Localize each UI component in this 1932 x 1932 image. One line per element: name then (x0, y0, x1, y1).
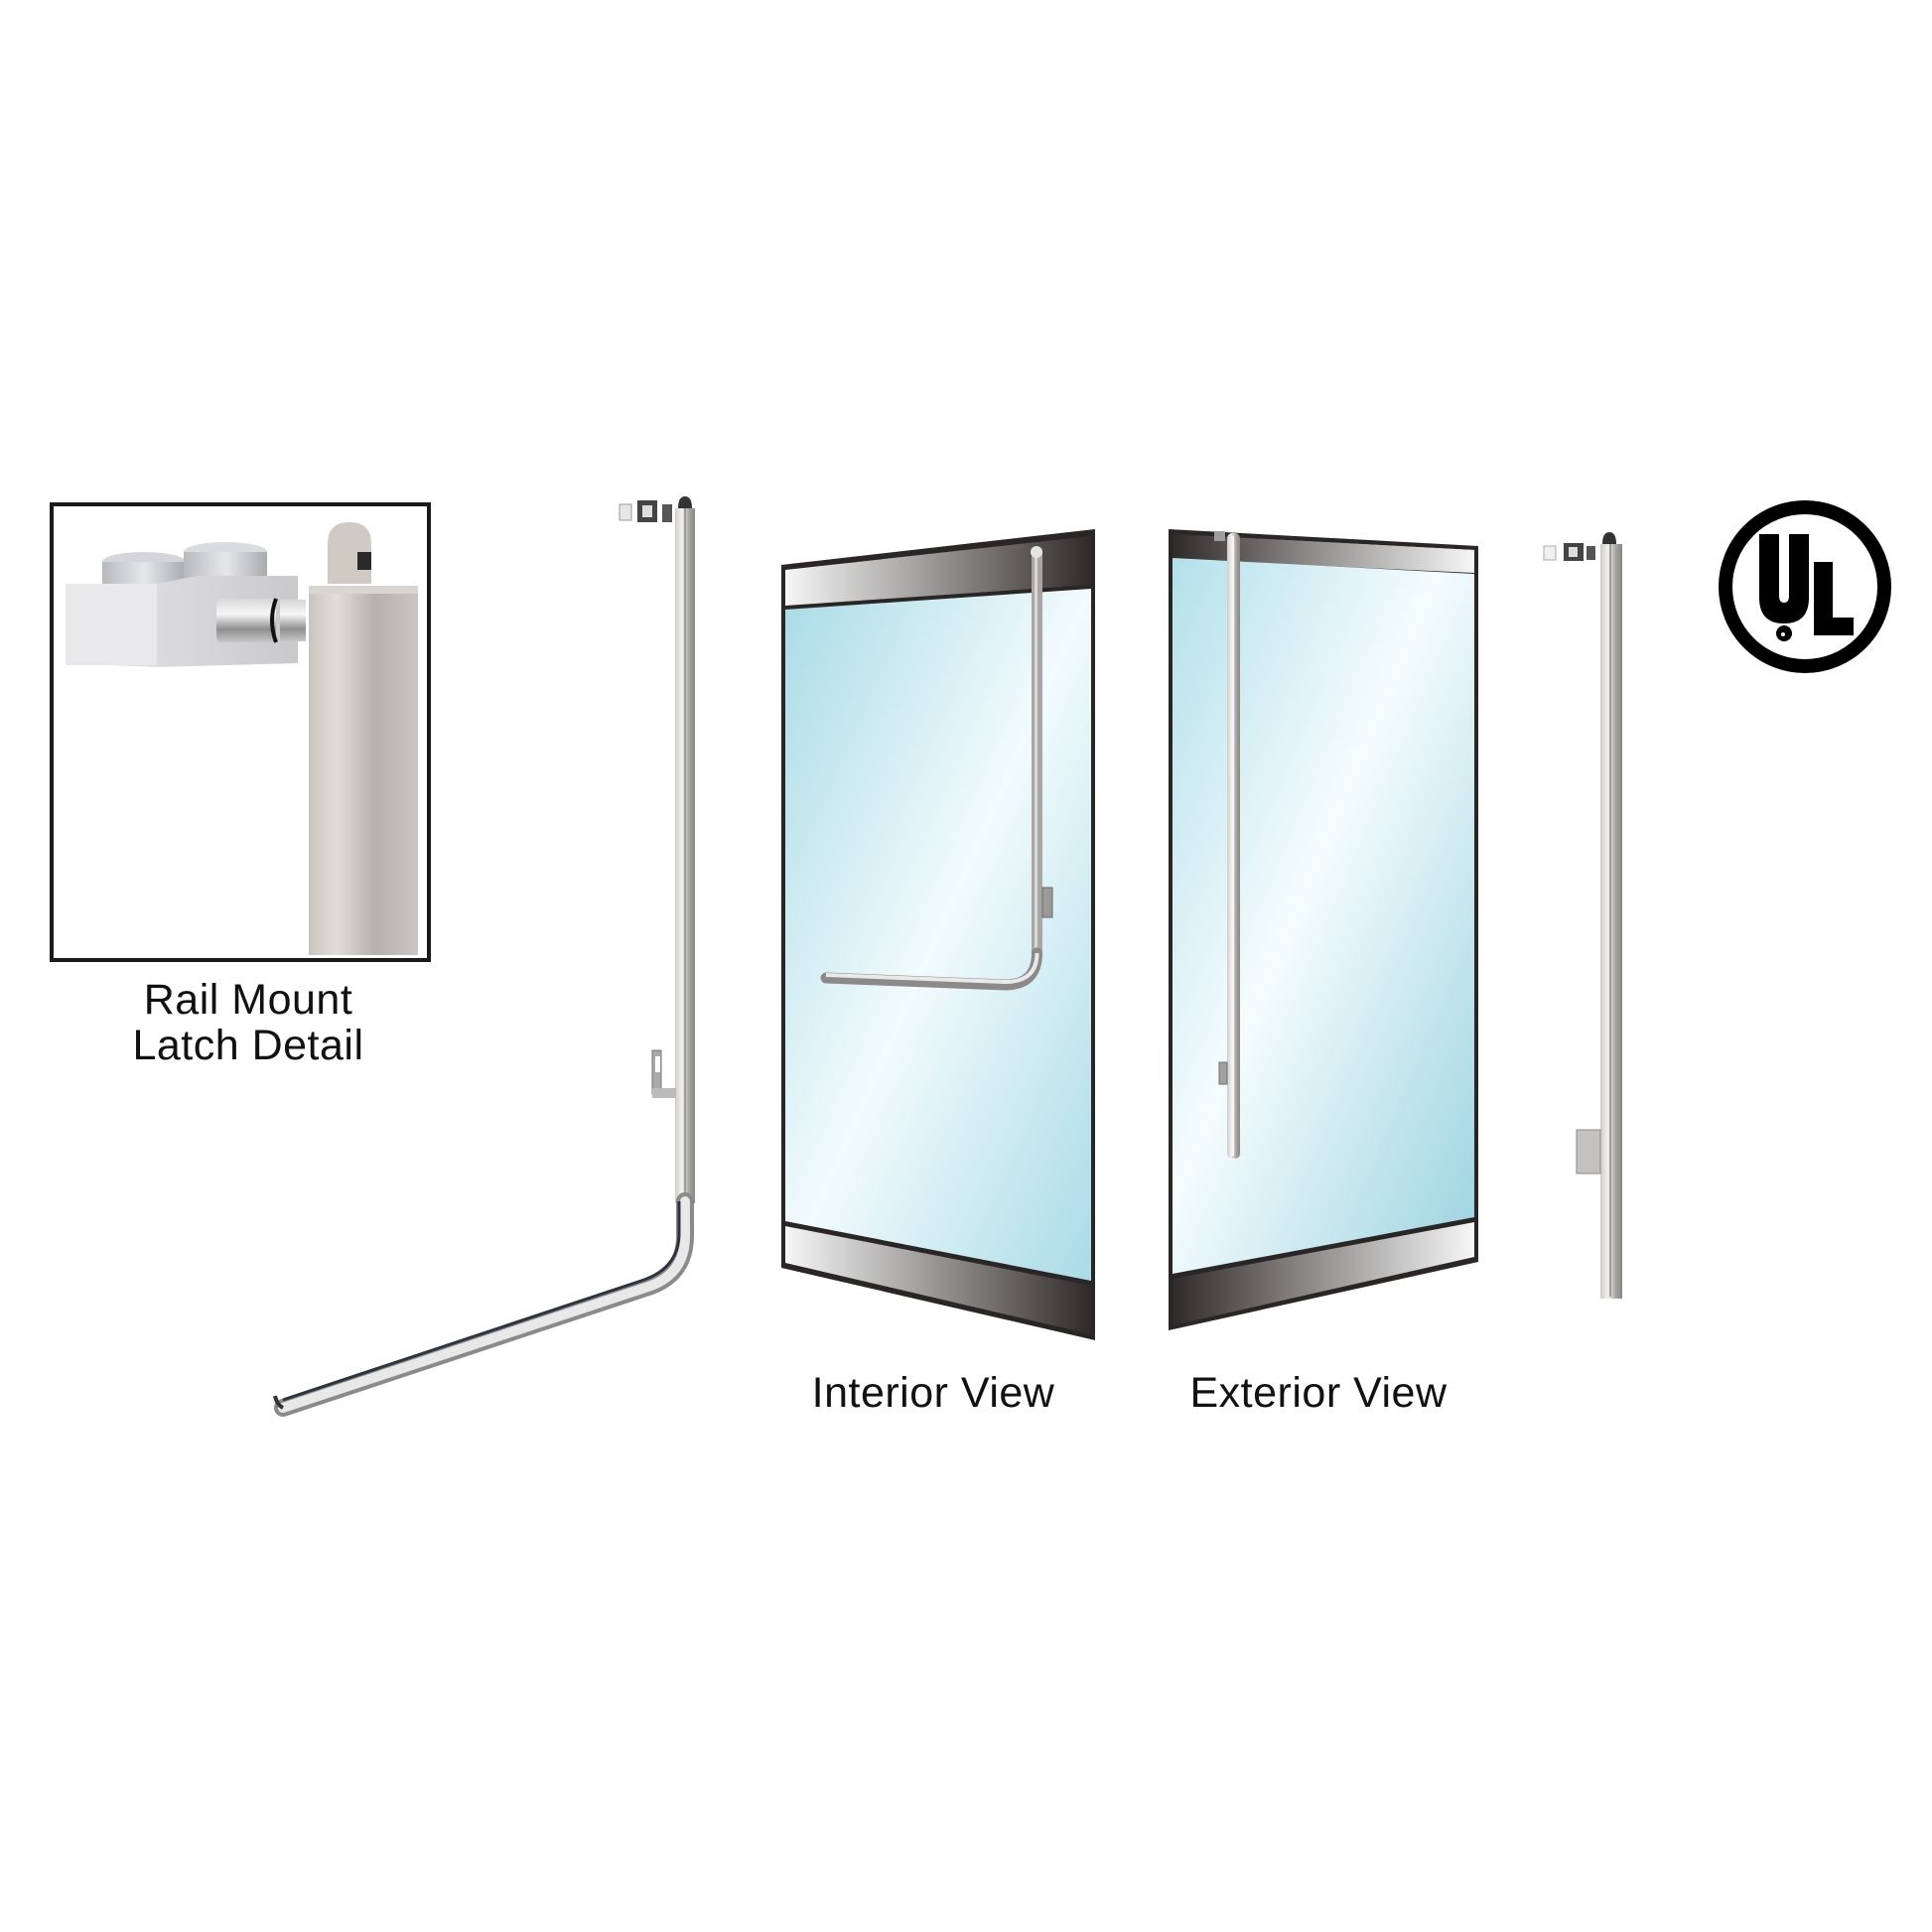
interior-view-caption: Interior View (811, 1369, 1055, 1417)
exterior-view-caption: Exterior View (1189, 1369, 1448, 1417)
detail-caption: Rail Mount Latch Detail (99, 977, 397, 1068)
exterior-view-door (1169, 529, 1478, 1330)
latch-post (309, 522, 418, 955)
latch-detail-inset (50, 502, 431, 962)
mount-block (66, 542, 306, 667)
detail-caption-line1: Rail Mount (143, 976, 353, 1024)
ul-listed-icon (1719, 500, 1891, 673)
exterior-pull-handle (1214, 531, 1240, 1159)
straight-vertical-rail (1543, 532, 1622, 1299)
l-shaped-push-rail (273, 496, 695, 1417)
interior-view-door (781, 529, 1095, 1340)
detail-caption-line2: Latch Detail (132, 1022, 364, 1069)
interior-push-bar (820, 546, 1053, 991)
